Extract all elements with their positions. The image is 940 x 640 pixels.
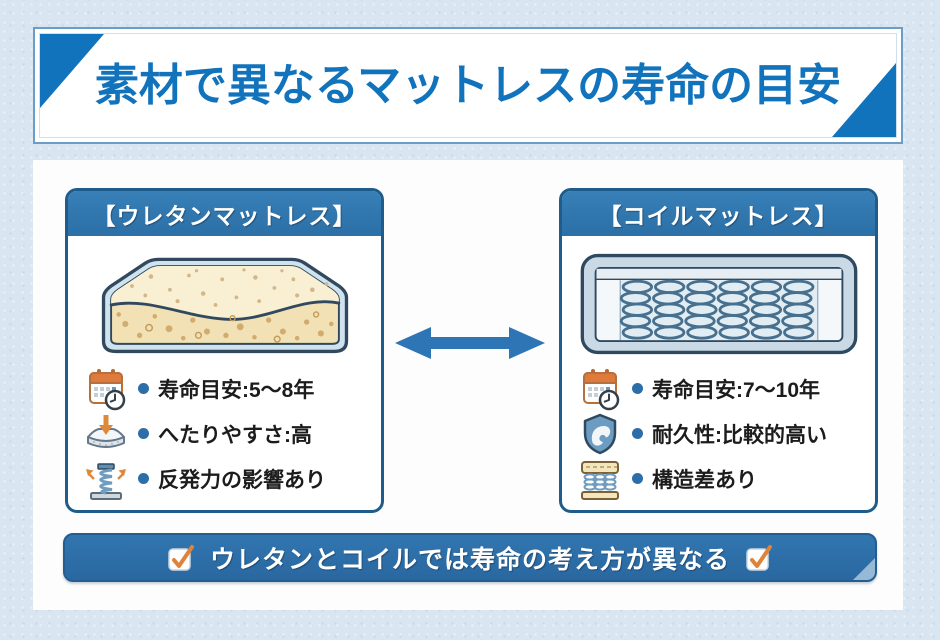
urethane-mattress-illustration xyxy=(101,257,348,354)
comparison-arrow-icon xyxy=(393,325,547,361)
urethane-feature-list: 寿命目安:5〜8年 xyxy=(68,364,381,501)
spring-rebound-icon xyxy=(84,457,128,501)
content-board: 【ウレタンマットレス】 xyxy=(33,160,903,610)
panel-urethane-body: 寿命目安:5〜8年 xyxy=(68,236,381,501)
calendar-clock-icon xyxy=(84,367,128,411)
mattress-sag-icon xyxy=(84,412,128,456)
footer-text: ウレタンとコイルでは寿命の考え方が異なる xyxy=(209,545,730,574)
feature-text: 寿命目安:7〜10年 xyxy=(652,378,821,402)
page-curl-decoration xyxy=(851,556,875,580)
panel-coil-header: 【コイルマットレス】 xyxy=(562,191,875,236)
footer-banner: ウレタンとコイルでは寿命の考え方が異なる xyxy=(63,533,877,582)
banner-corner-triangle-bottom-right xyxy=(832,63,896,137)
panel-coil-body: 寿命目安:7〜10年 耐久性:比較的高い xyxy=(562,236,875,501)
feature-row: 反発力の影響あり xyxy=(84,456,375,501)
panel-urethane: 【ウレタンマットレス】 xyxy=(65,188,384,513)
bullet-dot xyxy=(632,383,643,394)
title-banner-inner: 素材で異なるマットレスの寿命の目安 xyxy=(39,33,897,138)
panel-coil: 【コイルマットレス】 xyxy=(559,188,878,513)
coil-mattress-illustration xyxy=(580,253,857,355)
calendar-clock-icon xyxy=(578,367,622,411)
bullet-dot xyxy=(138,428,149,439)
coil-feature-list: 寿命目安:7〜10年 耐久性:比較的高い xyxy=(562,364,875,501)
page-title: 素材で異なるマットレスの寿命の目安 xyxy=(94,60,842,110)
bullet-dot xyxy=(138,473,149,484)
bullet-dot xyxy=(138,383,149,394)
bullet-dot xyxy=(632,473,643,484)
bullet-dot xyxy=(632,428,643,439)
shield-strength-icon xyxy=(578,412,622,456)
feature-row: へたりやすさ:高 xyxy=(84,411,375,456)
feature-text: 反発力の影響あり xyxy=(158,468,326,492)
feature-text: 寿命目安:5〜8年 xyxy=(158,378,315,402)
feature-row: 耐久性:比較的高い xyxy=(578,411,869,456)
title-banner: 素材で異なるマットレスの寿命の目安 xyxy=(33,27,903,144)
feature-text: 構造差あり xyxy=(652,468,757,492)
checkbox-check-icon xyxy=(166,543,196,573)
checkbox-check-icon xyxy=(744,543,774,573)
feature-row: 寿命目安:7〜10年 xyxy=(578,366,869,411)
feature-text: へたりやすさ:高 xyxy=(158,423,312,447)
coil-structure-icon xyxy=(578,457,622,501)
feature-row: 構造差あり xyxy=(578,456,869,501)
panel-urethane-header: 【ウレタンマットレス】 xyxy=(68,191,381,236)
feature-text: 耐久性:比較的高い xyxy=(652,423,827,447)
feature-row: 寿命目安:5〜8年 xyxy=(84,366,375,411)
